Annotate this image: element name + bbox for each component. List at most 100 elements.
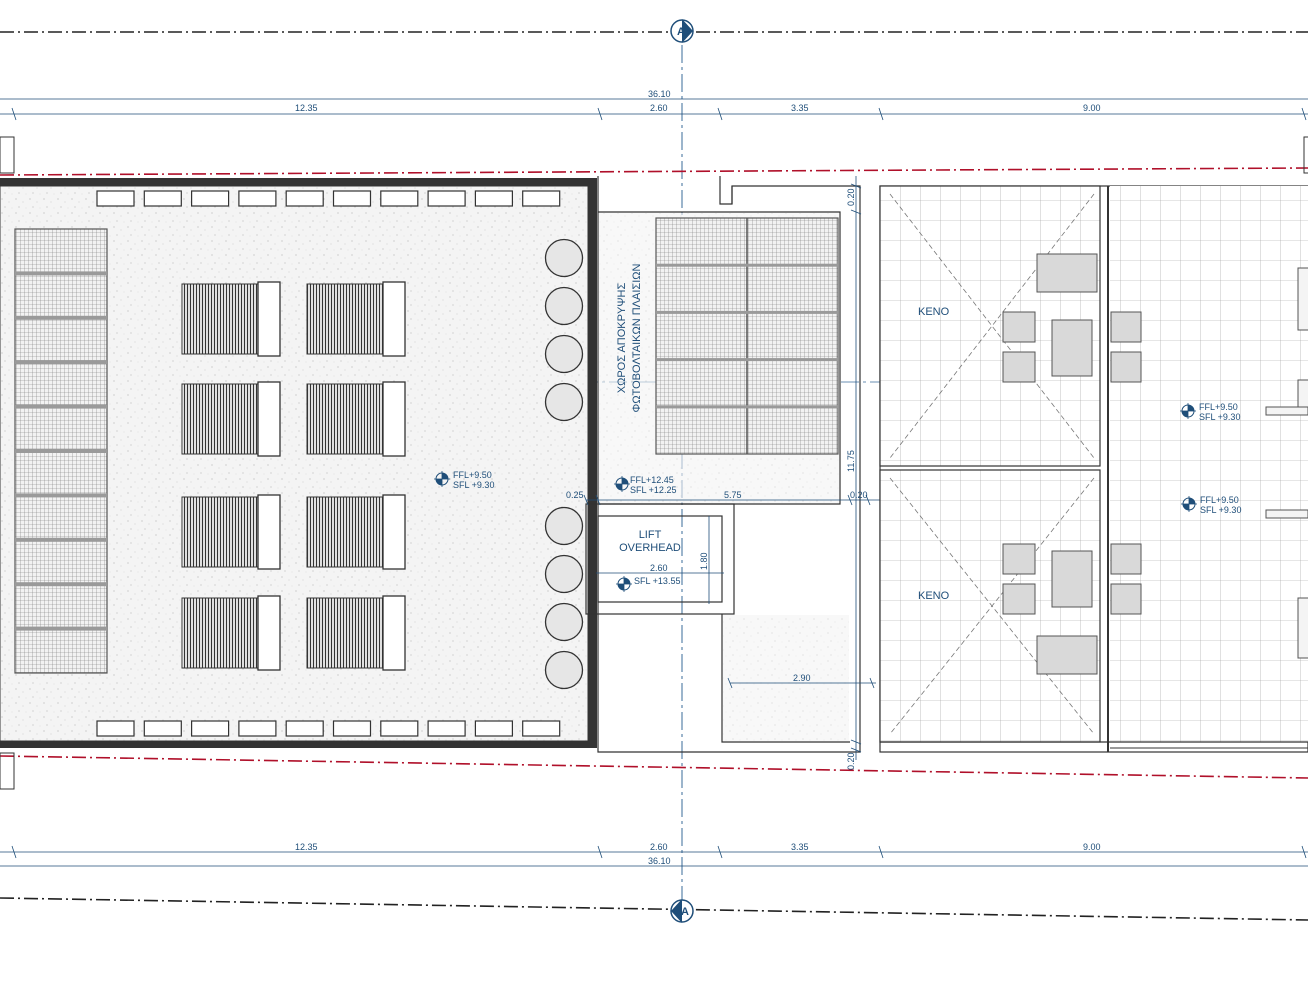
dim-vertical-total: 11.75 <box>846 450 856 472</box>
dimension-stair <box>727 677 876 689</box>
chair <box>1110 351 1142 383</box>
level-marker-roof <box>434 471 450 487</box>
planter-top <box>332 190 372 207</box>
right-edge-fixtures <box>1265 267 1308 659</box>
solar-collector <box>181 383 259 455</box>
water-tank <box>544 602 584 642</box>
section-marker-top-label: A <box>677 26 685 38</box>
dim-top-seg-4: 9.00 <box>1083 103 1101 113</box>
water-tank <box>544 554 584 594</box>
lounge-sofa <box>1036 635 1098 675</box>
planter-top <box>191 190 230 207</box>
storage-cylinder <box>257 381 281 457</box>
planter-bottom <box>191 720 230 737</box>
dim-bottom-seg-3: 3.35 <box>791 842 809 852</box>
dim-lift-depth: 1.80 <box>699 552 709 570</box>
dim-wall-top: 0.20 <box>846 188 856 206</box>
section-marker-top: A <box>670 19 694 43</box>
solar-panel-divider <box>15 493 107 498</box>
planter-bottom <box>285 720 324 737</box>
chair <box>1002 311 1036 343</box>
central-core <box>585 176 861 753</box>
planter-top <box>143 190 182 207</box>
solar-panel-divider <box>15 360 107 365</box>
table <box>1051 550 1093 608</box>
planter-bottom <box>238 720 277 737</box>
dim-overall-bottom: 36.10 <box>648 856 671 866</box>
edge-post-top-right <box>1303 136 1308 174</box>
dim-lift-width: 2.60 <box>650 563 668 573</box>
planter-bottom <box>143 720 182 737</box>
parapet-planters <box>96 190 561 737</box>
solar-water-heaters <box>181 281 406 671</box>
planter-bottom <box>522 720 561 737</box>
dim-mid-right: 0.20 <box>850 490 868 500</box>
level-marker-right-2 <box>1181 496 1197 512</box>
level-right1-ffl: FFL+9.50 <box>1199 402 1238 412</box>
section-marker-bottom-label: A <box>681 906 689 918</box>
dimension-chain-bottom <box>0 845 1308 867</box>
water-tank <box>544 650 584 690</box>
table <box>1051 319 1093 377</box>
pv-area-label-line1: ΧΩΡΟΣ ΑΠΟΚΡΥΨΗΣ <box>616 283 628 394</box>
dim-bottom-seg-1: 12.35 <box>295 842 318 852</box>
section-marker-bottom: A <box>670 899 694 923</box>
dim-stair-width: 2.90 <box>793 673 811 683</box>
lift-dimensions <box>596 516 724 604</box>
solar-panel-divider <box>15 582 107 587</box>
void-label-2: ΚΕΝΟ <box>918 590 950 602</box>
water-tank <box>544 382 584 422</box>
water-tank <box>544 286 584 326</box>
solar-panel-divider <box>15 449 107 453</box>
planter-top <box>427 190 466 207</box>
level-marker-right-1 <box>1180 403 1196 419</box>
storage-cylinder <box>382 494 406 570</box>
chair <box>1110 311 1142 343</box>
chair <box>1002 583 1036 615</box>
solar-panel-divider <box>15 315 107 320</box>
dimension-chain-mid <box>583 494 880 506</box>
solar-collector <box>181 496 259 568</box>
solar-collector <box>306 496 384 568</box>
storage-cylinder <box>382 281 406 357</box>
chair <box>1002 351 1036 383</box>
property-lines <box>0 167 1308 779</box>
planter-top <box>474 190 513 207</box>
lift-label-line2: OVERHEAD <box>619 542 681 554</box>
storage-cylinder <box>257 494 281 570</box>
edge-post-top-left <box>0 136 15 174</box>
planter-top <box>380 190 419 207</box>
water-tank <box>544 506 584 546</box>
solar-panel-divider <box>656 405 838 409</box>
level-marker-core <box>614 476 630 492</box>
storage-cylinder <box>382 381 406 457</box>
solar-panel-divider <box>15 626 107 631</box>
level-lift-sfl: SFL +13.55 <box>634 576 680 586</box>
solar-panel-divider <box>656 263 838 267</box>
dim-top-seg-2: 2.60 <box>650 103 668 113</box>
solar-collector <box>181 283 259 355</box>
solar-panel-divider <box>656 358 838 362</box>
planter-top <box>96 190 135 207</box>
planter-bottom <box>96 720 135 737</box>
level-right1-sfl: SFL +9.30 <box>1199 412 1240 422</box>
level-right2-ffl: FFL+9.50 <box>1200 495 1239 505</box>
solar-panel-divider <box>15 537 107 542</box>
chair <box>1002 543 1036 575</box>
dim-mid-left: 0.25 <box>566 490 584 500</box>
dimension-vertical <box>850 176 862 760</box>
edge-post-bottom-left <box>0 752 15 790</box>
level-core-sfl: SFL +12.25 <box>630 485 676 495</box>
lounge-sofa <box>1036 253 1098 293</box>
solar-panel-divider <box>15 404 107 409</box>
level-marker-lift <box>616 576 632 592</box>
planter-bottom <box>474 720 513 737</box>
planter-bottom <box>380 720 419 737</box>
planter-bottom <box>332 720 372 737</box>
storage-cylinder <box>257 281 281 357</box>
terrace-furniture <box>1002 253 1142 675</box>
storage-cylinder <box>382 595 406 671</box>
planter-top <box>238 190 277 207</box>
level-roof-sfl: SFL +9.30 <box>453 480 494 490</box>
